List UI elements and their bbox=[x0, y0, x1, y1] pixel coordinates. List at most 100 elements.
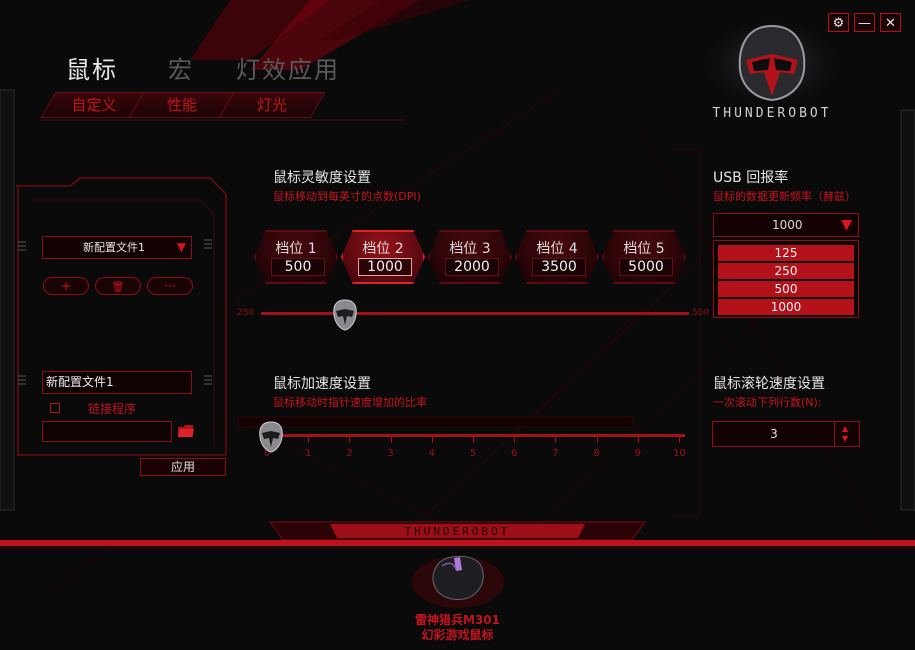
subtab-light[interactable]: 灯光 bbox=[218, 92, 326, 118]
dpi-slot-value[interactable]: 5000 bbox=[619, 258, 673, 276]
usb-option-1000[interactable]: 1000 bbox=[718, 299, 854, 315]
usb-subtitle: 鼠标的数据更新频率（赫兹） bbox=[713, 190, 856, 203]
accel-tick-mark bbox=[596, 437, 598, 443]
dpi-slider-min: 250 bbox=[237, 308, 255, 318]
profile-name-value: 新配置文件1 bbox=[46, 375, 114, 389]
dpi-subtitle: 鼠标移动到每英寸的点数(DPI) bbox=[273, 190, 421, 203]
accel-slider-thumb-icon[interactable] bbox=[257, 421, 285, 453]
helmet-logo-icon bbox=[702, 22, 842, 114]
dpi-slider-track[interactable] bbox=[261, 312, 689, 315]
subtab-light-label: 灯光 bbox=[256, 96, 287, 114]
profile-name-field[interactable]: 新配置文件1 bbox=[42, 371, 192, 394]
trash-icon: 🗑 bbox=[111, 282, 125, 293]
delete-profile-button[interactable]: 🗑 bbox=[95, 277, 141, 295]
dpi-slot-5[interactable]: 档位 5 5000 bbox=[602, 230, 686, 284]
usb-option-500[interactable]: 500 bbox=[718, 281, 854, 297]
accel-tick-label: 5 bbox=[469, 448, 477, 459]
dpi-slot-label: 档位 1 bbox=[275, 241, 317, 257]
brand-wordmark: THUNDEROBOT bbox=[712, 106, 832, 121]
accel-tick-mark bbox=[308, 437, 310, 443]
dpi-slot-value[interactable]: 2000 bbox=[445, 258, 499, 276]
accel-tick-label: 0 bbox=[263, 448, 271, 459]
profile-select-value: 新配置文件1 bbox=[83, 241, 145, 254]
program-path-field[interactable] bbox=[42, 421, 172, 442]
settings-button[interactable]: ⚙ bbox=[828, 13, 849, 32]
accel-subtitle: 鼠标移动时指针速度增加的比率 bbox=[273, 396, 427, 409]
dpi-slot-1[interactable]: 档位 1 500 bbox=[254, 230, 338, 284]
usb-rate-select[interactable]: 1000 ▼ bbox=[713, 213, 859, 237]
footer-bar bbox=[0, 540, 915, 546]
arrow-up-icon[interactable]: ▲ bbox=[842, 424, 849, 433]
usb-option-250[interactable]: 250 bbox=[718, 263, 854, 279]
dpi-slot-value[interactable]: 1000 bbox=[358, 258, 412, 276]
accel-tick-label: 9 bbox=[634, 448, 641, 459]
subtab-performance[interactable]: 性能 bbox=[128, 92, 236, 118]
accel-tick-mark bbox=[431, 437, 433, 443]
dpi-slider-thumb-icon[interactable] bbox=[331, 299, 359, 331]
accel-title: 鼠标加速度设置 bbox=[273, 376, 371, 392]
dpi-slot-3[interactable]: 档位 3 2000 bbox=[428, 230, 512, 284]
add-profile-button[interactable]: + bbox=[43, 277, 89, 295]
mouse-product-icon bbox=[412, 555, 504, 608]
accel-tick-mark bbox=[555, 437, 557, 443]
plus-icon: + bbox=[60, 279, 72, 293]
dpi-slot-value[interactable]: 3500 bbox=[532, 258, 586, 276]
brand-logo: THUNDEROBOT bbox=[688, 20, 856, 124]
product-name: 雷神猎兵M301 bbox=[415, 613, 500, 627]
dpi-slot-label: 档位 4 bbox=[536, 241, 578, 257]
footer-banner-text: THUNDEROBOT bbox=[404, 525, 511, 538]
tab-mouse[interactable]: 鼠标 bbox=[66, 56, 118, 84]
accel-tick-label: 7 bbox=[552, 448, 559, 459]
scroll-subtitle: 一次滚动下列行数(N): bbox=[713, 396, 822, 409]
scroll-speed-stepper[interactable]: 3 ▲ ▼ bbox=[712, 421, 860, 447]
close-icon: ✕ bbox=[885, 16, 896, 31]
arrow-down-icon[interactable]: ▼ bbox=[842, 434, 849, 443]
dropdown-arrow-icon: ▼ bbox=[176, 240, 186, 254]
accel-tick-mark bbox=[390, 437, 392, 443]
scroll-speed-value[interactable]: 3 bbox=[770, 427, 778, 441]
dpi-slot-2[interactable]: 档位 2 1000 bbox=[341, 230, 425, 284]
accel-tick-label: 8 bbox=[593, 448, 600, 459]
dpi-slot-label: 档位 5 bbox=[623, 241, 665, 257]
scroll-speed-arrows: ▲ ▼ bbox=[834, 422, 859, 446]
profile-list[interactable] bbox=[42, 301, 192, 365]
apply-button[interactable]: 应用 bbox=[140, 458, 226, 476]
link-program-label: 链接程序 bbox=[88, 402, 137, 416]
dpi-title: 鼠标灵敏度设置 bbox=[273, 170, 371, 186]
dpi-slot-label: 档位 3 bbox=[449, 241, 491, 257]
accel-tick-label: 3 bbox=[387, 448, 394, 459]
usb-option-125[interactable]: 125 bbox=[718, 245, 854, 261]
subtab-performance-label: 性能 bbox=[166, 96, 197, 114]
accel-tick-label: 6 bbox=[511, 448, 518, 459]
dpi-slot-4[interactable]: 档位 4 3500 bbox=[515, 230, 599, 284]
accel-tick-mark bbox=[514, 437, 516, 443]
dpi-slot-value[interactable]: 500 bbox=[271, 258, 325, 276]
tab-lighting-apply[interactable]: 灯效应用 bbox=[236, 56, 340, 84]
more-button[interactable]: ··· bbox=[147, 277, 193, 295]
subtab-custom-label: 自定义 bbox=[71, 96, 117, 114]
accel-slider-track[interactable] bbox=[267, 434, 685, 437]
link-program-checkbox[interactable] bbox=[50, 403, 60, 413]
folder-icon[interactable] bbox=[178, 425, 194, 437]
minimize-icon: — bbox=[858, 16, 871, 31]
accel-tick-label: 10 bbox=[673, 448, 686, 459]
usb-rate-value: 1000 bbox=[772, 218, 803, 232]
accel-tick-mark bbox=[349, 437, 351, 443]
more-icon: ··· bbox=[164, 279, 176, 293]
close-button[interactable]: ✕ bbox=[880, 13, 901, 32]
tab-macro[interactable]: 宏 bbox=[168, 56, 194, 84]
accel-tick-label: 4 bbox=[428, 448, 435, 459]
minimize-button[interactable]: — bbox=[854, 13, 875, 32]
accel-tick-mark bbox=[679, 437, 680, 443]
dpi-slider-max: 500 bbox=[692, 308, 710, 318]
accel-tick-mark bbox=[637, 437, 639, 443]
usb-rate-options: 125 250 500 1000 bbox=[713, 240, 859, 318]
dropdown-arrow-icon: ▼ bbox=[841, 217, 852, 233]
profile-select[interactable]: 新配置文件1 ▼ bbox=[42, 236, 192, 259]
usb-title: USB 回报率 bbox=[713, 170, 789, 186]
subtab-custom[interactable]: 自定义 bbox=[40, 92, 148, 118]
accel-tick-label: 1 bbox=[305, 448, 312, 459]
product-description: 幻彩游戏鼠标 bbox=[421, 628, 494, 642]
accel-tick-mark bbox=[473, 437, 474, 443]
scroll-title: 鼠标滚轮速度设置 bbox=[713, 376, 825, 392]
